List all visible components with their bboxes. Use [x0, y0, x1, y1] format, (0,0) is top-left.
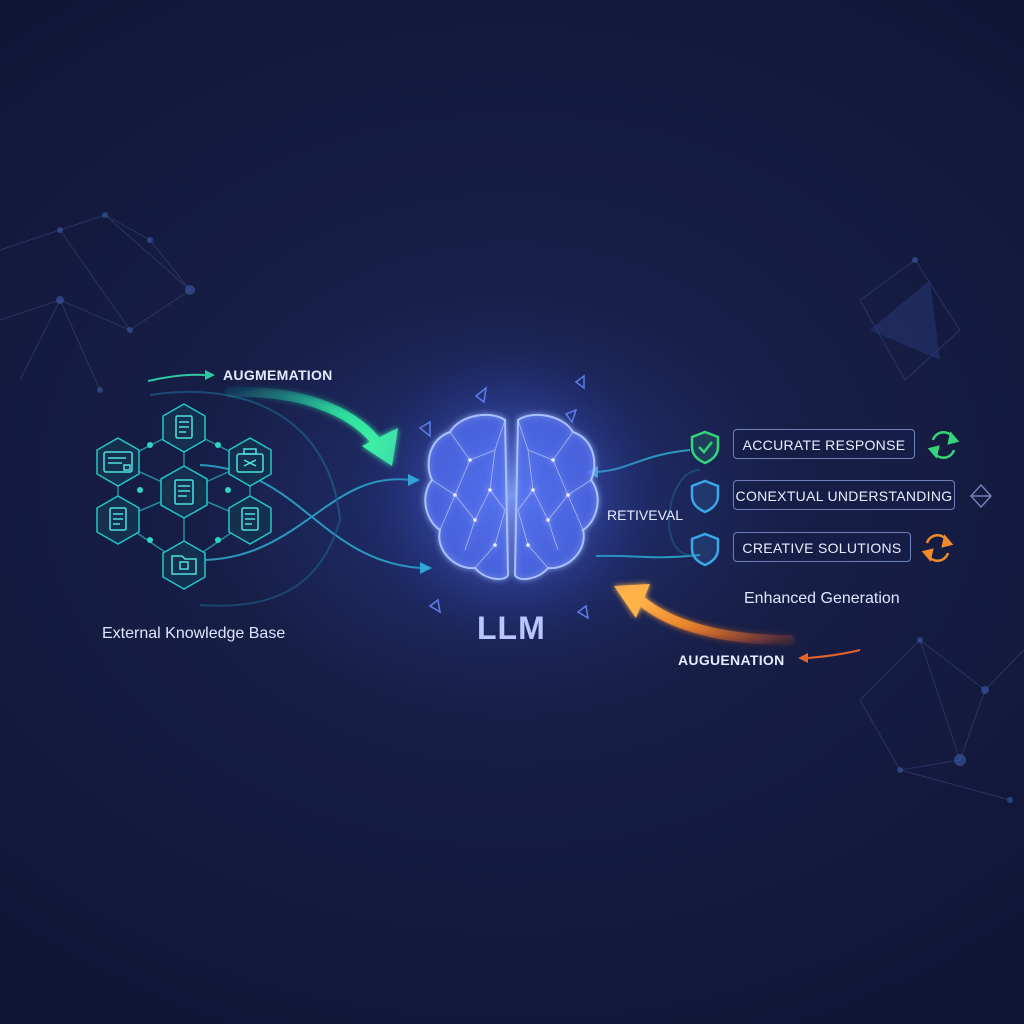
- brain-glow: [362, 345, 662, 645]
- knowledge-node-document-left: [96, 495, 140, 545]
- document-icon: [174, 479, 194, 505]
- knowledge-network-dots: [137, 442, 231, 543]
- brain-particles: [418, 374, 590, 620]
- augmentation-small-arrowhead: [205, 370, 215, 380]
- augmentation-big-arrow: [225, 386, 380, 445]
- brain-icon: [424, 413, 599, 581]
- refresh-icon: [927, 431, 960, 459]
- shield-icon: [690, 532, 720, 567]
- output-creative-solutions: CREATIVE SOLUTIONS: [733, 532, 911, 562]
- enhanced-generation-caption: Enhanced Generation: [744, 590, 900, 607]
- shield-icon: [690, 479, 720, 514]
- output-row-3-right-icon: [921, 534, 954, 562]
- brain-left-hemisphere: [424, 413, 510, 581]
- shield-check-icon: [690, 430, 720, 465]
- briefcase-icon: [236, 448, 264, 473]
- knowledge-node-document-right: [228, 495, 272, 545]
- document-icon: [109, 507, 127, 531]
- background-network-right: [859, 259, 1024, 801]
- knowledge-node-monitor: [96, 437, 140, 487]
- background-triangle-right: [870, 280, 940, 360]
- refresh-icon: [921, 534, 954, 562]
- augmentation-bottom-small-arrowhead: [798, 653, 808, 663]
- llm-label: LLM: [477, 610, 546, 646]
- brain-right-hemisphere: [513, 413, 599, 581]
- augmentation-small-arrow-line: [147, 373, 206, 382]
- knowledge-node-folder: [162, 540, 206, 590]
- knowledge-base-caption: External Knowledge Base: [102, 625, 286, 642]
- background-network-left: [0, 214, 191, 391]
- monitor-icon: [103, 451, 133, 473]
- knowledge-node-briefcase: [228, 437, 272, 487]
- knowledge-node-document-top: [162, 403, 206, 453]
- augmentation-bottom-label: AUGUENATION: [678, 652, 785, 668]
- document-icon: [241, 507, 259, 531]
- augmentation-top-label: AUGMEMATION: [223, 367, 333, 383]
- retrieval-label: RETIVEVAL: [607, 507, 683, 523]
- document-icon: [175, 415, 193, 439]
- output-row-1-right-icon: [927, 431, 960, 459]
- background-network-left-nodes: [56, 212, 195, 393]
- diamond-icon: [969, 483, 993, 509]
- output-row-1-left-icon: [690, 430, 720, 465]
- output-contextual-understanding: CONEXTUAL UNDERSTANDING: [733, 480, 955, 510]
- output-row-3-left-icon: [690, 532, 720, 567]
- augmentation-bottom-big-arrow: [635, 595, 795, 645]
- output-row-2-right-icon: [969, 483, 993, 509]
- knowledge-node-document-center: [160, 465, 208, 519]
- output-accurate-response: ACCURATE RESPONSE: [733, 429, 915, 459]
- augmentation-bottom-small-arrow: [807, 649, 861, 659]
- output-row-2-left-icon: [690, 479, 720, 514]
- background-network-right-nodes: [897, 257, 1013, 803]
- folder-icon: [171, 555, 197, 575]
